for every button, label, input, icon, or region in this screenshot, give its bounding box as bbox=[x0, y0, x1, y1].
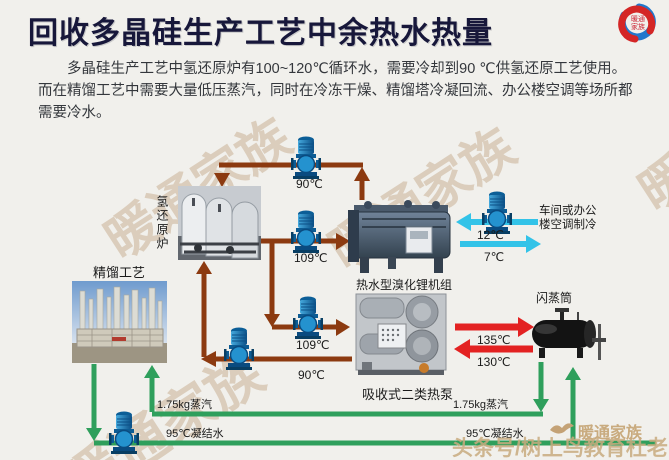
steam-label-right: 1.75kg蒸汽 bbox=[453, 399, 509, 411]
page-title: 回收多晶硅生产工艺中余热水热量 bbox=[28, 17, 493, 50]
furnace-photo bbox=[178, 186, 261, 265]
furnace-label: 氢还原炉 bbox=[155, 195, 169, 251]
pipe-condensate-line bbox=[91, 364, 656, 446]
temp-7c: 7℃ bbox=[484, 250, 505, 264]
arrow-chilled-to-ac bbox=[526, 235, 541, 253]
pump-109c-supply bbox=[291, 209, 321, 253]
distillation-photo bbox=[72, 281, 167, 368]
arrow-condensate-down bbox=[86, 428, 102, 441]
arrow-condensate-into-drum bbox=[565, 367, 581, 380]
arrow-109c-branch-down bbox=[264, 314, 280, 327]
heat-pump-photo bbox=[352, 288, 450, 383]
temp-12c: 12℃ bbox=[477, 228, 504, 242]
pipe-steam-line bbox=[149, 362, 544, 417]
footer-brand: 暖通家族 bbox=[578, 425, 643, 442]
intro-paragraph: 多晶硅生产工艺中氢还原炉有100~120℃循环水，需要冷却到90 ℃供氢还原工艺… bbox=[38, 61, 633, 121]
libr-chiller-photo bbox=[348, 197, 456, 280]
arrow-90c-from-chiller bbox=[354, 167, 370, 181]
arrow-90c-into-furnace bbox=[214, 173, 230, 187]
heat-pump-label: 吸收式二类热泵 bbox=[362, 387, 454, 402]
temp-130c: 130℃ bbox=[477, 355, 511, 369]
condensate-label-left: 95℃凝结水 bbox=[166, 428, 224, 440]
logo-text: 家族 bbox=[631, 22, 645, 31]
pump-90c-return bbox=[224, 326, 254, 370]
arrow-90c-return-left bbox=[201, 351, 216, 367]
arrow-109c-into-chiller bbox=[336, 233, 350, 250]
arrow-90c-up-into-furnace bbox=[196, 261, 212, 274]
footer-credit: 头条号/树上鸟教育杜老师 bbox=[452, 437, 669, 460]
flash-drum-label: 闪蒸筒 bbox=[536, 291, 573, 305]
bird-icon bbox=[550, 423, 574, 434]
libr-chiller-label: 热水型溴化锂机组 bbox=[356, 278, 453, 292]
temp-90c-return: 90℃ bbox=[298, 368, 325, 382]
arrow-130c-into-heatpump bbox=[454, 339, 470, 359]
arrow-109c-into-heatpump bbox=[336, 319, 350, 336]
arrow-steam-into-distillation bbox=[144, 365, 160, 378]
pump-condensate bbox=[109, 410, 139, 454]
logo-text: 暖通 bbox=[631, 14, 645, 23]
pump-109c-branch bbox=[293, 295, 323, 339]
arrow-135c-into-drum bbox=[518, 317, 534, 337]
condensate-label-right: 95℃凝结水 bbox=[466, 428, 524, 440]
temp-135c: 135℃ bbox=[477, 333, 511, 347]
flash-drum-photo bbox=[532, 306, 610, 367]
ac-cooling-note: 车间或办公楼空调制冷 bbox=[539, 205, 597, 231]
temp-109c-supply: 109℃ bbox=[294, 251, 328, 265]
steam-label-left: 1.75kg蒸汽 bbox=[157, 399, 213, 411]
temp-109c-branch: 109℃ bbox=[296, 338, 330, 352]
temp-90c-supply: 90℃ bbox=[296, 177, 323, 191]
distillation-label: 精馏工艺 bbox=[93, 265, 146, 280]
pump-90c-supply bbox=[291, 135, 321, 179]
arrow-steam-from-drum bbox=[533, 399, 549, 412]
brand-logo-icon: 暖通 家族 bbox=[618, 3, 656, 43]
arrow-chilled-into-chiller bbox=[456, 213, 471, 231]
